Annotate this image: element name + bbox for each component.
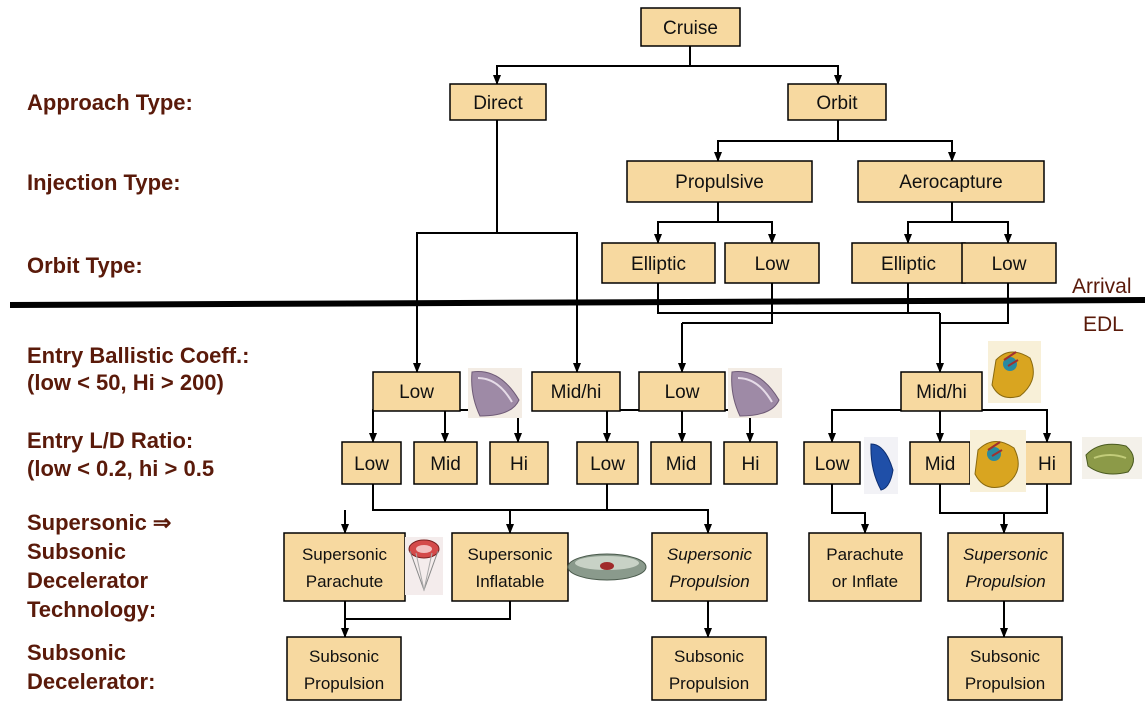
node-ld-low-1: Low (341, 441, 402, 485)
node-bc-midhi-1: Mid/hi (531, 371, 621, 412)
node-subsonic-propulsion-2-line-1: Subsonic (674, 647, 744, 666)
node-propulsive: Propulsive (626, 160, 813, 203)
node-parachute-or-inflate: Parachute or Inflate (808, 532, 922, 602)
node-direct: Direct (449, 83, 547, 121)
node-supersonic-propulsion-2-line-2: Propulsion (965, 572, 1045, 591)
node-ld-low-2-label: Low (590, 454, 625, 475)
node-supersonic-inflatable-line-2: Inflatable (476, 572, 545, 591)
row-label-subsonic-1: Subsonic (27, 640, 126, 665)
ellipsled-icon (988, 341, 1041, 403)
node-elliptic-2: Elliptic (851, 242, 966, 284)
edl-label: EDL (1083, 313, 1124, 336)
node-ld-low-3-label: Low (815, 454, 850, 475)
node-aerocapture: Aerocapture (857, 160, 1045, 203)
row-label-injection: Injection Type: (27, 170, 181, 195)
node-low-orbit-1-label: Low (755, 254, 790, 275)
node-supersonic-parachute-line-1: Supersonic (302, 545, 388, 564)
node-supersonic-propulsion-2-line-1: Supersonic (963, 545, 1049, 564)
node-subsonic-propulsion-1-line-2: Propulsion (304, 674, 384, 693)
node-subsonic-propulsion-1-line-1: Subsonic (309, 647, 379, 666)
node-supersonic-propulsion-2: Supersonic Propulsion (947, 532, 1064, 602)
node-elliptic-1: Elliptic (601, 242, 716, 284)
node-subsonic-propulsion-3: Subsonic Propulsion (947, 636, 1063, 701)
node-supersonic-parachute: Supersonic Parachute (283, 532, 406, 602)
node-supersonic-propulsion-1-line-2: Propulsion (669, 572, 749, 591)
node-ld-mid-2: Mid (650, 441, 712, 485)
node-ld-hi-3: Hi (1022, 441, 1072, 485)
node-supersonic-inflatable-line-1: Supersonic (467, 545, 553, 564)
node-ld-hi-2: Hi (723, 441, 778, 485)
node-bc-low-1: Low (372, 371, 461, 412)
node-ld-hi-1: Hi (489, 441, 549, 485)
node-ld-mid-2-label: Mid (666, 454, 697, 475)
row-label-approach: Approach Type: (27, 90, 193, 115)
node-elliptic-1-label: Elliptic (631, 254, 686, 275)
node-ld-low-1-label: Low (354, 454, 389, 475)
node-bc-midhi-2-label: Mid/hi (916, 382, 967, 403)
row-label-ld-2: (low < 0.2, hi > 0.5 (27, 456, 214, 481)
row-label-ld-1: Entry L/D Ratio: (27, 428, 193, 453)
node-subsonic-propulsion-1: Subsonic Propulsion (286, 636, 402, 701)
node-ld-low-3: Low (803, 441, 861, 485)
row-label-orbit: Orbit Type: (27, 253, 143, 278)
node-elliptic-2-label: Elliptic (881, 254, 936, 275)
node-bc-low-1-label: Low (399, 382, 434, 403)
node-cruise-label: Cruise (663, 18, 718, 39)
aeroshell-disc-icon (468, 368, 522, 418)
node-parachute-or-inflate-line-1: Parachute (826, 545, 904, 564)
row-label-ballistic-2: (low < 50, Hi > 200) (27, 370, 224, 395)
node-ld-mid-3: Mid (909, 441, 971, 485)
node-supersonic-inflatable: Supersonic Inflatable (451, 532, 569, 602)
node-low-orbit-2-label: Low (992, 254, 1027, 275)
parachute-cone-icon (405, 537, 443, 595)
arrival-label: Arrival (1072, 275, 1132, 298)
node-ld-hi-3-label: Hi (1038, 454, 1056, 475)
node-subsonic-propulsion-2: Subsonic Propulsion (651, 636, 767, 701)
node-subsonic-propulsion-3-line-1: Subsonic (970, 647, 1040, 666)
ellipsled-icon (970, 430, 1026, 492)
node-ld-low-2: Low (576, 441, 639, 485)
aeroshell-disc-icon (728, 368, 782, 418)
biconic-icon (1082, 437, 1142, 479)
node-supersonic-parachute-line-2: Parachute (306, 572, 384, 591)
node-low-orbit-1: Low (724, 242, 820, 284)
node-direct-label: Direct (473, 93, 523, 114)
row-label-supersonic-3: Decelerator (27, 568, 149, 593)
node-orbit: Orbit (787, 83, 887, 121)
node-ld-mid-3-label: Mid (925, 454, 956, 475)
row-label-supersonic-4: Technology: (27, 597, 156, 622)
node-bc-low-2-label: Low (665, 382, 700, 403)
node-ld-hi-1-label: Hi (510, 454, 528, 475)
node-bc-midhi-1-label: Mid/hi (551, 382, 602, 403)
node-parachute-or-inflate-line-2: or Inflate (832, 572, 898, 591)
node-bc-midhi-2: Mid/hi (900, 371, 983, 412)
row-label-supersonic-2: Subsonic (27, 539, 126, 564)
row-label-supersonic-1: Supersonic ⇒ (27, 510, 171, 535)
node-cruise: Cruise (640, 7, 741, 47)
inflatable-decelerator-icon (567, 553, 647, 581)
node-aerocapture-label: Aerocapture (899, 172, 1003, 193)
node-supersonic-propulsion-1: Supersonic Propulsion (651, 532, 768, 602)
node-low-orbit-2: Low (961, 242, 1057, 284)
node-subsonic-propulsion-2-line-2: Propulsion (669, 674, 749, 693)
node-subsonic-propulsion-3-line-2: Propulsion (965, 674, 1045, 693)
blue-capsule-icon (864, 437, 898, 494)
row-label-subsonic-2: Decelerator: (27, 669, 155, 694)
node-ld-mid-1: Mid (413, 441, 478, 485)
node-propulsive-label: Propulsive (675, 172, 764, 193)
node-ld-hi-2-label: Hi (742, 454, 760, 475)
node-orbit-label: Orbit (816, 93, 858, 114)
node-supersonic-propulsion-1-line-1: Supersonic (667, 545, 753, 564)
node-ld-mid-1-label: Mid (430, 454, 461, 475)
node-bc-low-2: Low (638, 371, 726, 412)
row-label-ballistic-1: Entry Ballistic Coeff.: (27, 343, 249, 368)
